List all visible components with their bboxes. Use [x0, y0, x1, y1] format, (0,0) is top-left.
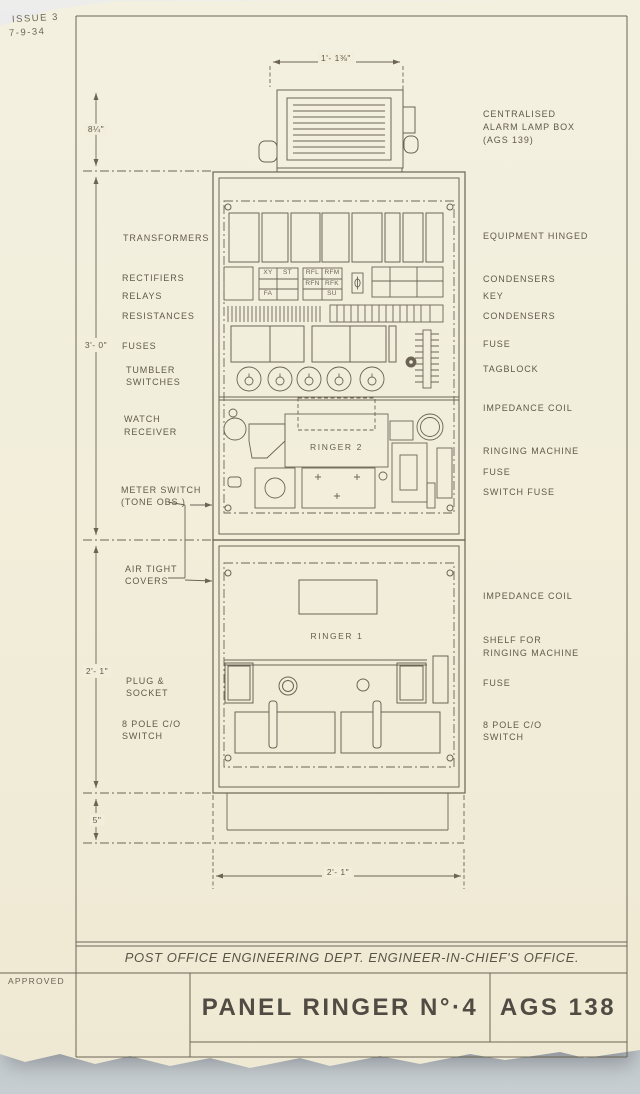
label-watch-1: WATCH: [124, 414, 161, 424]
dim-alarm-width: 1'- 1⅜": [318, 52, 354, 64]
label-relays: RELAYS: [122, 291, 163, 301]
tag-su: SU: [327, 290, 337, 297]
tag-rfk: RFK: [325, 280, 339, 287]
sheet-border: [75, 15, 628, 1057]
label-key: KEY: [483, 291, 504, 301]
label-impedance-b: IMPEDANCE COIL: [483, 591, 573, 601]
resistances-strip: [227, 304, 444, 323]
label-condensers-a: CONDENSERS: [483, 274, 556, 284]
panel-width-dimension: [212, 849, 465, 889]
dim-panel-width: 2'- 1": [323, 866, 353, 878]
issue-note: ISSUE 3: [11, 11, 60, 26]
office-line: POST OFFICE ENGINEERING DEPT. ENGINEER-I…: [124, 950, 580, 965]
label-rectifiers: RECTIFIERS: [122, 273, 185, 283]
tag-st: ST: [283, 269, 292, 276]
approved-label: APPROVED: [8, 976, 65, 986]
label-shelf-1: SHELF FOR: [483, 635, 542, 645]
drawing-title: PANEL RINGER N°·4: [201, 994, 479, 1021]
tag-fa: FA: [263, 290, 273, 297]
label-pole-left-1: 8 POLE C/O: [122, 719, 182, 729]
label-tumbler-2: SWITCHES: [126, 377, 181, 387]
label-fuse-b: FUSE: [483, 467, 511, 477]
leader-lines: [167, 501, 213, 584]
base-plinth: [212, 793, 465, 842]
issue-date: 7-9-34: [8, 26, 46, 39]
fuse-row: [230, 325, 397, 363]
tag-rfm: RFM: [324, 269, 340, 276]
dim-lower-height: 2'- 1": [82, 665, 112, 677]
title-block: [0, 941, 627, 1058]
label-fuse-c: FUSE: [483, 678, 511, 688]
label-alarm-2: ALARM LAMP BOX: [483, 122, 575, 132]
label-alarm-1: CENTRALISED: [483, 109, 556, 119]
drawing-number: AGS 138: [499, 994, 617, 1021]
label-switch-fuse: SWITCH FUSE: [483, 487, 555, 497]
label-pole-left-2: SWITCH: [122, 731, 163, 741]
dim-base-height: 5": [89, 814, 105, 826]
label-plug-2: SOCKET: [126, 688, 169, 698]
label-meter-2: (TONE OBS ): [121, 497, 186, 507]
lower-cabinet: [212, 539, 466, 794]
ringer2-bay: [223, 397, 453, 509]
alarm-lamp-box: [258, 89, 419, 172]
height-dimensions: [83, 93, 464, 844]
label-transformers: TRANSFORMERS: [123, 233, 210, 243]
label-pole-right-2: SWITCH: [483, 732, 524, 742]
panel-divider: [219, 396, 459, 401]
tag-xy: XY: [263, 269, 273, 276]
relay-row: [223, 266, 444, 301]
label-tumbler-1: TUMBLER: [126, 365, 176, 375]
label-plug-1: PLUG &: [126, 676, 165, 686]
label-impedance-a: IMPEDANCE COIL: [483, 403, 573, 413]
label-condensers-b: CONDENSERS: [483, 311, 556, 321]
tag-rfl: RFL: [305, 269, 320, 276]
dim-upper-height: 3'- 0": [81, 339, 111, 351]
label-tagblock: TAGBLOCK: [483, 364, 539, 374]
label-resistances: RESISTANCES: [122, 311, 195, 321]
label-meter-1: METER SWITCH: [121, 485, 202, 495]
alarm-width-dimension: [269, 59, 404, 166]
ringer2-label: RINGER 2: [310, 442, 363, 452]
label-fuse-a: FUSE: [483, 339, 511, 349]
tagblock: [405, 329, 439, 389]
label-airtight-1: AIR TIGHT: [125, 564, 178, 574]
label-watch-2: RECEIVER: [124, 427, 178, 437]
label-alarm-3: (AGS 139): [483, 135, 534, 145]
transformers-row: [228, 212, 444, 263]
tumbler-switches: [236, 366, 385, 392]
label-airtight-2: COVERS: [125, 576, 169, 586]
label-pole-right-1: 8 POLE C/O: [483, 720, 543, 730]
label-ringing-machine: RINGING MACHINE: [483, 446, 580, 456]
label-equipment-hinged: EQUIPMENT HINGED: [483, 231, 589, 241]
tag-rfn: RFN: [305, 280, 320, 287]
label-fuses: FUSES: [122, 341, 157, 351]
dim-alarm-height: 8¼": [84, 123, 108, 135]
label-shelf-2: RINGING MACHINE: [483, 648, 580, 658]
ringer1-label: RINGER 1: [310, 631, 364, 641]
